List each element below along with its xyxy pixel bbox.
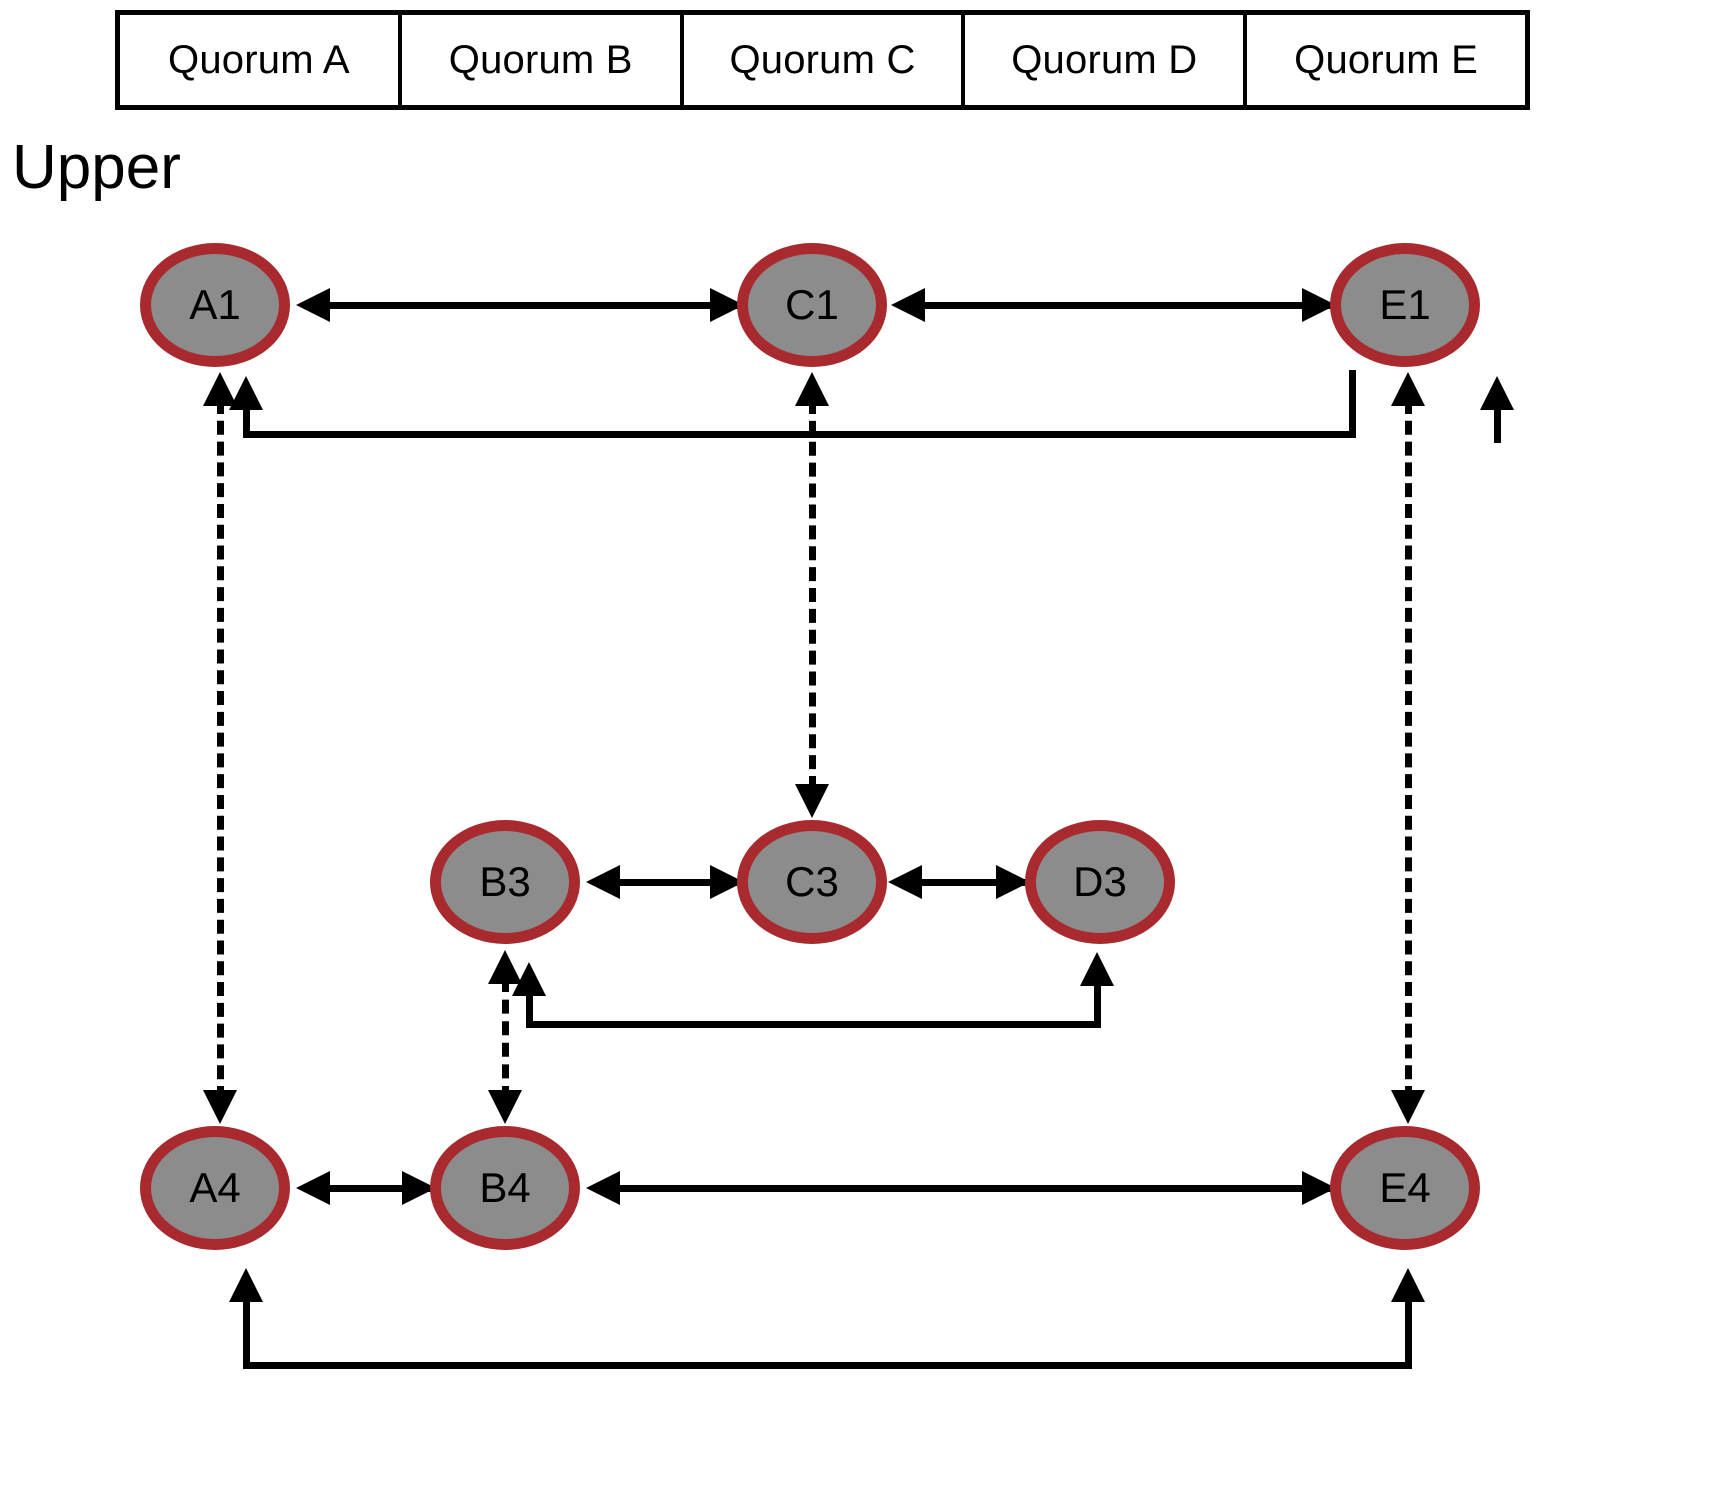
node-a4-label: A4 bbox=[189, 1164, 241, 1211]
edge-c3-d3-head-right bbox=[996, 865, 1030, 899]
node-b4[interactable]: B4 bbox=[430, 1126, 580, 1250]
edge-d3-b3-vert-left bbox=[526, 992, 533, 1024]
edge-e4-a4-horiz bbox=[243, 1362, 1412, 1369]
edge-e1-a1-horiz bbox=[243, 431, 1353, 438]
edge-d3-b3-vert-right bbox=[1094, 960, 1101, 1028]
edge-d3-b3-head-up bbox=[512, 962, 546, 996]
edge-d3-b3-horiz bbox=[526, 1021, 1101, 1028]
edge-c3-d3-line bbox=[902, 879, 1028, 886]
edge-a1-e1-head-up bbox=[1480, 376, 1514, 410]
node-c3-label: C3 bbox=[785, 858, 839, 905]
node-e1-label: E1 bbox=[1379, 281, 1431, 328]
edge-e1-e4-head-up bbox=[1391, 372, 1425, 406]
edge-e4-a4-vert-right bbox=[1405, 1290, 1412, 1368]
edge-a1-e1-vert-right bbox=[1494, 405, 1501, 443]
edge-c1-e1-head-left bbox=[891, 288, 925, 322]
edge-b3-b4-line bbox=[502, 978, 509, 1100]
edge-b4-e4-line bbox=[600, 1185, 1336, 1192]
node-b4-label: B4 bbox=[479, 1164, 531, 1211]
section-label-upper: Upper bbox=[12, 133, 181, 202]
edge-c1-c3-line bbox=[809, 400, 816, 790]
quorum-cell-e: Quorum E bbox=[1294, 37, 1479, 82]
node-c1-label: C1 bbox=[785, 281, 839, 328]
quorum-cell-c: Quorum C bbox=[684, 15, 966, 105]
node-e1[interactable]: E1 bbox=[1330, 243, 1480, 367]
edge-e1-a1-vert-left bbox=[243, 405, 250, 435]
edge-a1-a4-head-down bbox=[203, 1090, 237, 1124]
edge-a4-b4-line bbox=[310, 1185, 434, 1192]
edge-b3-c3-line bbox=[600, 879, 742, 886]
quorum-cell-b: Quorum B bbox=[402, 15, 684, 105]
edge-c1-e1-line bbox=[905, 302, 1335, 309]
edge-a1-a4-line bbox=[217, 400, 224, 1100]
node-d3[interactable]: D3 bbox=[1025, 820, 1175, 944]
edge-e1-a1-head-up bbox=[229, 376, 263, 410]
node-b3-label: B3 bbox=[479, 858, 531, 905]
edge-e1-a1-vert-right bbox=[1349, 370, 1356, 438]
edge-b3-b4-head-down bbox=[488, 1090, 522, 1124]
edge-e4-a4-vert-left bbox=[243, 1300, 250, 1365]
quorum-cell-d: Quorum D bbox=[965, 15, 1248, 105]
edge-a4-b4-head-left bbox=[296, 1171, 330, 1205]
edge-e1-e4-line bbox=[1405, 400, 1412, 1100]
node-c1[interactable]: C1 bbox=[737, 243, 887, 367]
node-c3[interactable]: C3 bbox=[737, 820, 887, 944]
edge-a1-c1-head-left bbox=[296, 288, 330, 322]
edge-c1-c3-head-up bbox=[795, 372, 829, 406]
edge-c3-d3-head-left bbox=[888, 865, 922, 899]
edge-e4-a4-head-up bbox=[229, 1268, 263, 1302]
edge-e4-a4-head-up-e4 bbox=[1391, 1268, 1425, 1302]
node-e4-label: E4 bbox=[1379, 1164, 1431, 1211]
edge-c1-c3-head-down bbox=[795, 784, 829, 818]
edge-b3-c3-head-left bbox=[586, 865, 620, 899]
edge-a1-c1-line bbox=[310, 302, 742, 309]
node-e4[interactable]: E4 bbox=[1330, 1126, 1480, 1250]
edge-e1-e4-head-down bbox=[1391, 1090, 1425, 1124]
node-d3-label: D3 bbox=[1073, 858, 1127, 905]
node-a4[interactable]: A4 bbox=[140, 1126, 290, 1250]
edge-b4-e4-head-left bbox=[586, 1171, 620, 1205]
node-b3[interactable]: B3 bbox=[430, 820, 580, 944]
node-a1[interactable]: A1 bbox=[140, 243, 290, 367]
edge-d3-b3-head-up-d3 bbox=[1080, 952, 1114, 986]
quorum-header-table: Quorum A Quorum B Quorum C Quorum D Quor… bbox=[115, 10, 1530, 110]
node-a1-label: A1 bbox=[189, 281, 241, 328]
quorum-cell-a: Quorum A bbox=[120, 15, 402, 105]
